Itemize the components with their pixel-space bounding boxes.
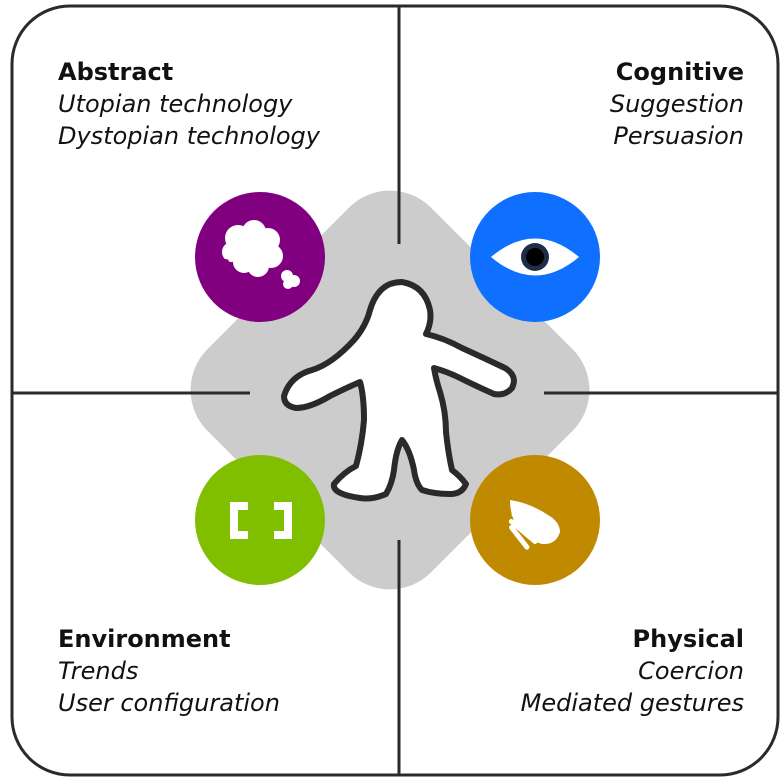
eye-icon <box>470 192 600 322</box>
quadrant-environment: Environment Trends User configuration <box>58 623 280 719</box>
hand-icon <box>470 455 600 585</box>
quadrant-item: Dystopian technology <box>58 122 320 150</box>
clouds-icon <box>195 192 325 322</box>
quadrant-title: Physical <box>632 625 744 653</box>
quadrant-item: Mediated gestures <box>520 689 744 717</box>
quadrant-item: Trends <box>58 657 139 685</box>
quadrant-item: Persuasion <box>613 122 744 150</box>
quadrant-abstract: Abstract Utopian technology Dystopian te… <box>58 56 320 152</box>
human-figure <box>281 279 517 502</box>
quadrant-physical: Physical Coercion Mediated gestures <box>521 623 744 719</box>
quadrant-title: Cognitive <box>615 58 744 86</box>
quadrant-title: Environment <box>58 625 231 653</box>
brackets-icon <box>195 455 325 585</box>
quadrant-item: Coercion <box>638 657 744 685</box>
quadrant-item: Suggestion <box>609 90 744 118</box>
quadrant-cognitive: Cognitive Suggestion Persuasion <box>610 56 744 152</box>
quadrant-title: Abstract <box>58 58 174 86</box>
quadrant-item: Utopian technology <box>58 90 293 118</box>
quadrant-item: User configuration <box>58 689 280 717</box>
